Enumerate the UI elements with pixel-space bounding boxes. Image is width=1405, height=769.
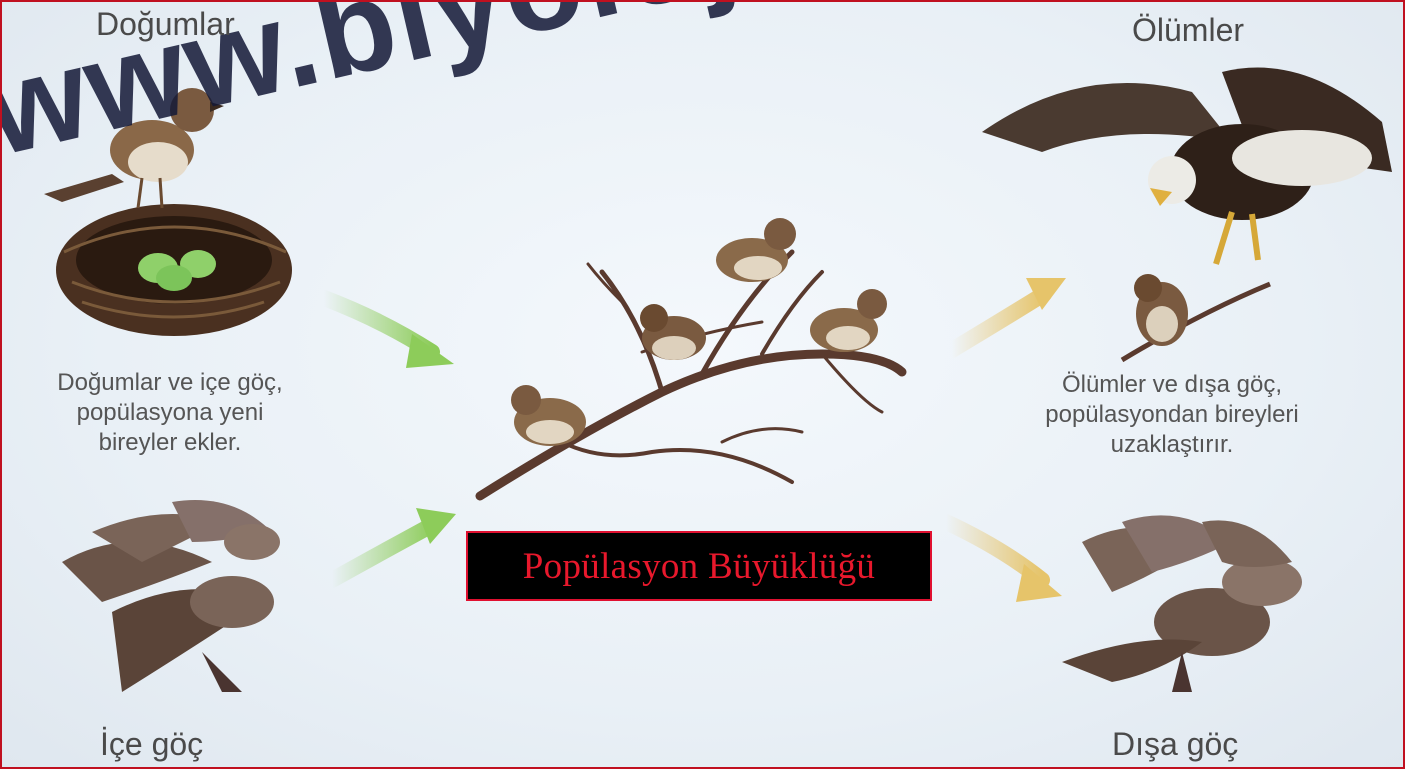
immigration-title: İçe göç [100,726,280,763]
left-description-line-3: bireyler ekler. [10,428,330,458]
right-description: Ölümler ve dışa göç, popülasyondan birey… [1002,370,1342,460]
eagle-illustration [982,68,1392,360]
left-description-line-1: Doğumlar ve içe göç, [10,368,330,398]
population-size-label: Popülasyon Büyüklüğü [523,545,875,588]
population-size-box: Popülasyon Büyüklüğü [466,531,932,601]
deaths-title: Ölümler [1132,12,1292,49]
births-title: Doğumlar [96,6,286,43]
left-description: Doğumlar ve içe göç, popülasyona yeni bi… [10,368,330,458]
arrow-population-to-emigration [946,522,1062,602]
left-description-line-2: popülasyona yeni [10,398,330,428]
immigrating-birds-illustration [62,500,280,692]
emigration-title: Dışa göç [1112,726,1292,763]
right-description-line-2: popülasyondan bireyleri [1002,400,1342,430]
right-description-line-1: Ölümler ve dışa göç, [1002,370,1342,400]
emigrating-birds-illustration [1062,515,1302,692]
arrow-population-to-deaths [952,278,1066,350]
branch-with-sparrows-illustration [480,218,902,496]
right-description-line-3: uzaklaştırır. [1002,430,1342,460]
arrow-immigration-to-population [332,508,456,580]
arrow-births-to-population [324,298,454,368]
